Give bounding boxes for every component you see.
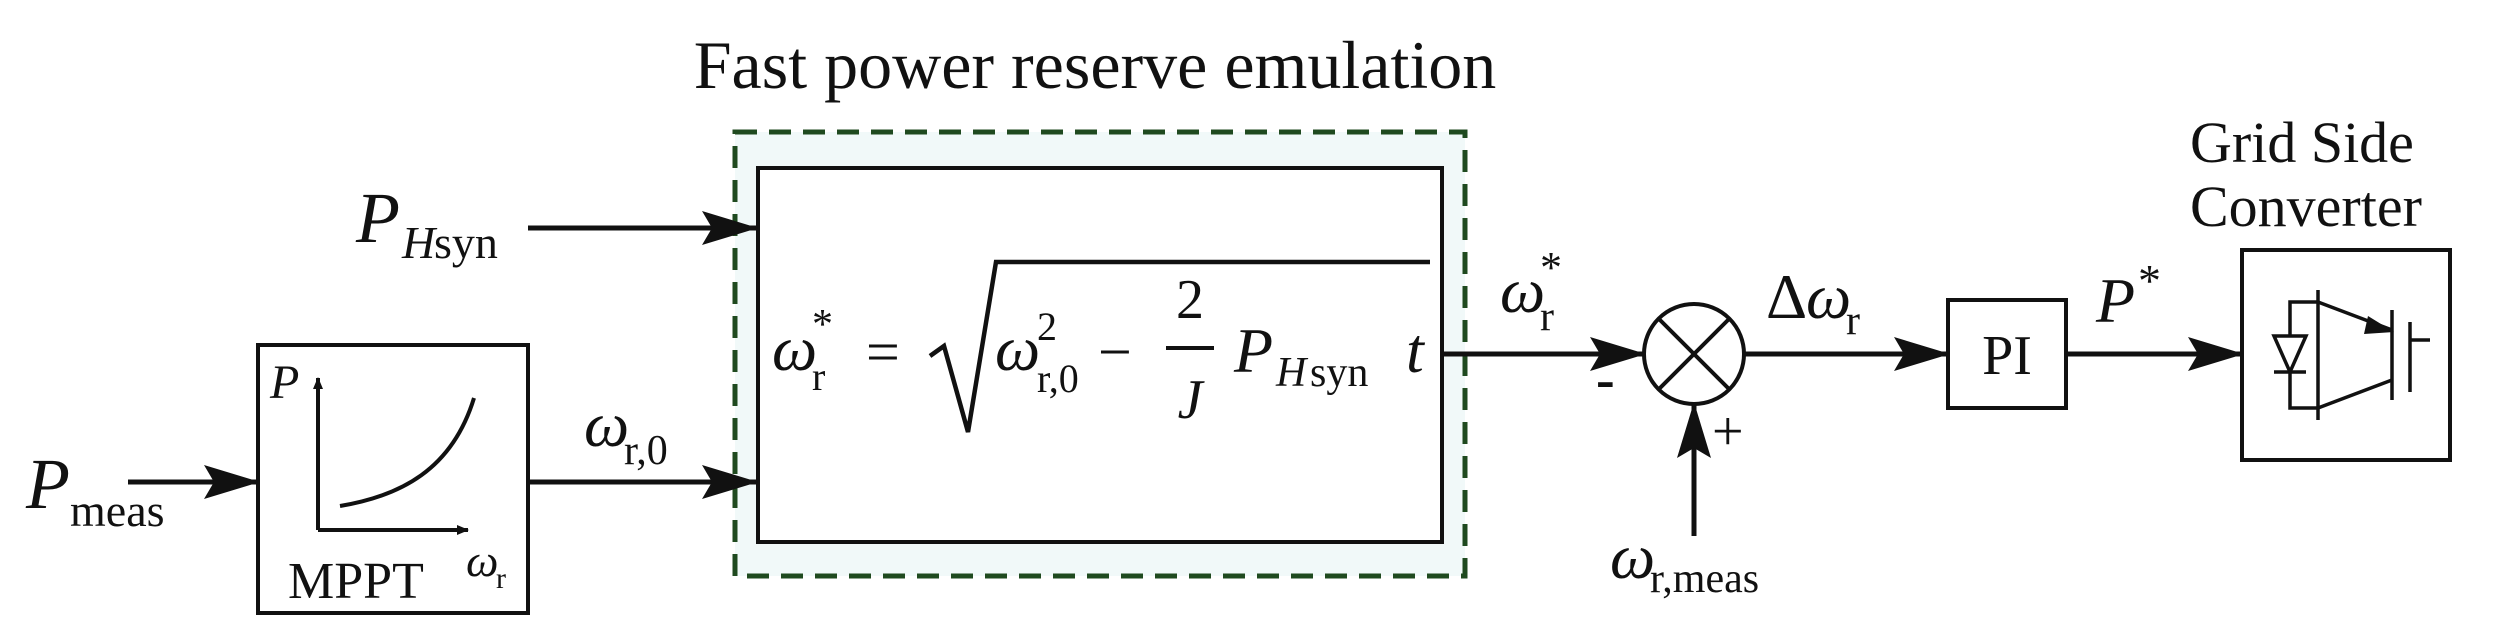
eq-term2-t: t [1406, 315, 1426, 386]
omega-r-meas-base: ω [1610, 521, 1655, 592]
converter-title-line1: Grid Side [2190, 110, 2414, 175]
p-hsyn-base: P [355, 178, 400, 258]
diagram-title: Fast power reserve emulation [694, 27, 1497, 103]
p-star-label: P * [2095, 255, 2161, 336]
p-hsyn-sub-syn: syn [434, 217, 498, 268]
mppt-y-label: P [269, 356, 299, 409]
delta-omega-label: Δ ω r [1766, 261, 1860, 344]
p-hsyn-sub-h: H [401, 217, 438, 268]
eq-term2-sub-syn: syn [1310, 350, 1368, 396]
eq-frac-num: 2 [1176, 269, 1204, 331]
igbt-diode-icon [2271, 290, 2430, 420]
omega-r-star-label: ω r * [1500, 243, 1562, 340]
eq-term2-sub-h: H [1275, 350, 1309, 396]
mppt-label: MPPT [288, 553, 424, 610]
eq-term1-sup: 2 [1037, 304, 1057, 349]
eq-lhs-omega: ω [772, 313, 817, 384]
junction-minus-sign: - [1596, 349, 1615, 411]
eq-minus: − [1098, 319, 1132, 385]
eq-term1-sub: r,0 [1037, 356, 1079, 401]
converter-title-line2: Converter [2190, 174, 2422, 239]
eq-lhs-sub: r [812, 354, 825, 399]
p-meas-base: P [25, 444, 70, 524]
omega-r-star-base: ω [1500, 255, 1545, 326]
sqrt-sign [928, 259, 1430, 433]
omega-r-meas-label: ω r,meas [1610, 521, 1759, 602]
delta-omega-base: ω [1806, 261, 1851, 332]
pi-label: PI [1982, 325, 2032, 387]
equation-box [756, 166, 1444, 544]
eq-frac-den: J [1178, 369, 1206, 431]
p-hsyn-input: P H syn [355, 178, 498, 268]
omega-r0-base: ω [584, 389, 629, 460]
delta-omega-prefix: Δ [1766, 261, 1807, 332]
eq-equals: = [866, 319, 900, 385]
omega-r-star-sup: * [1540, 243, 1562, 292]
igbt-arrow-icon [2364, 316, 2394, 334]
p-meas-input: P meas [25, 444, 165, 536]
p-meas-sub: meas [70, 485, 165, 536]
p-star-base: P [2095, 265, 2135, 336]
summing-junction [1642, 302, 1746, 406]
junction-plus-sign: + [1712, 401, 1744, 463]
mppt-x-label-base: ω [466, 535, 498, 586]
omega-r0-label: ω r,0 [584, 389, 668, 474]
eq-lhs-sup: * [812, 302, 833, 348]
eq-term1-omega: ω [995, 313, 1040, 384]
delta-omega-sub: r [1846, 298, 1860, 344]
mppt-curve [339, 397, 476, 508]
p-star-sup: * [2138, 255, 2161, 306]
omega-r-star-sub: r [1540, 294, 1554, 340]
omega-r0-sub: r,0 [624, 428, 668, 474]
eq-term2-p: P [1233, 315, 1273, 386]
omega-r-meas-sub: r,meas [1650, 556, 1759, 602]
converter-block [2240, 248, 2452, 462]
reserve-equation: ω r * = ω r,0 2 − 2 J P H syn t [772, 259, 1430, 433]
mppt-x-label-sub: r [496, 562, 506, 595]
mppt-block [256, 343, 530, 615]
